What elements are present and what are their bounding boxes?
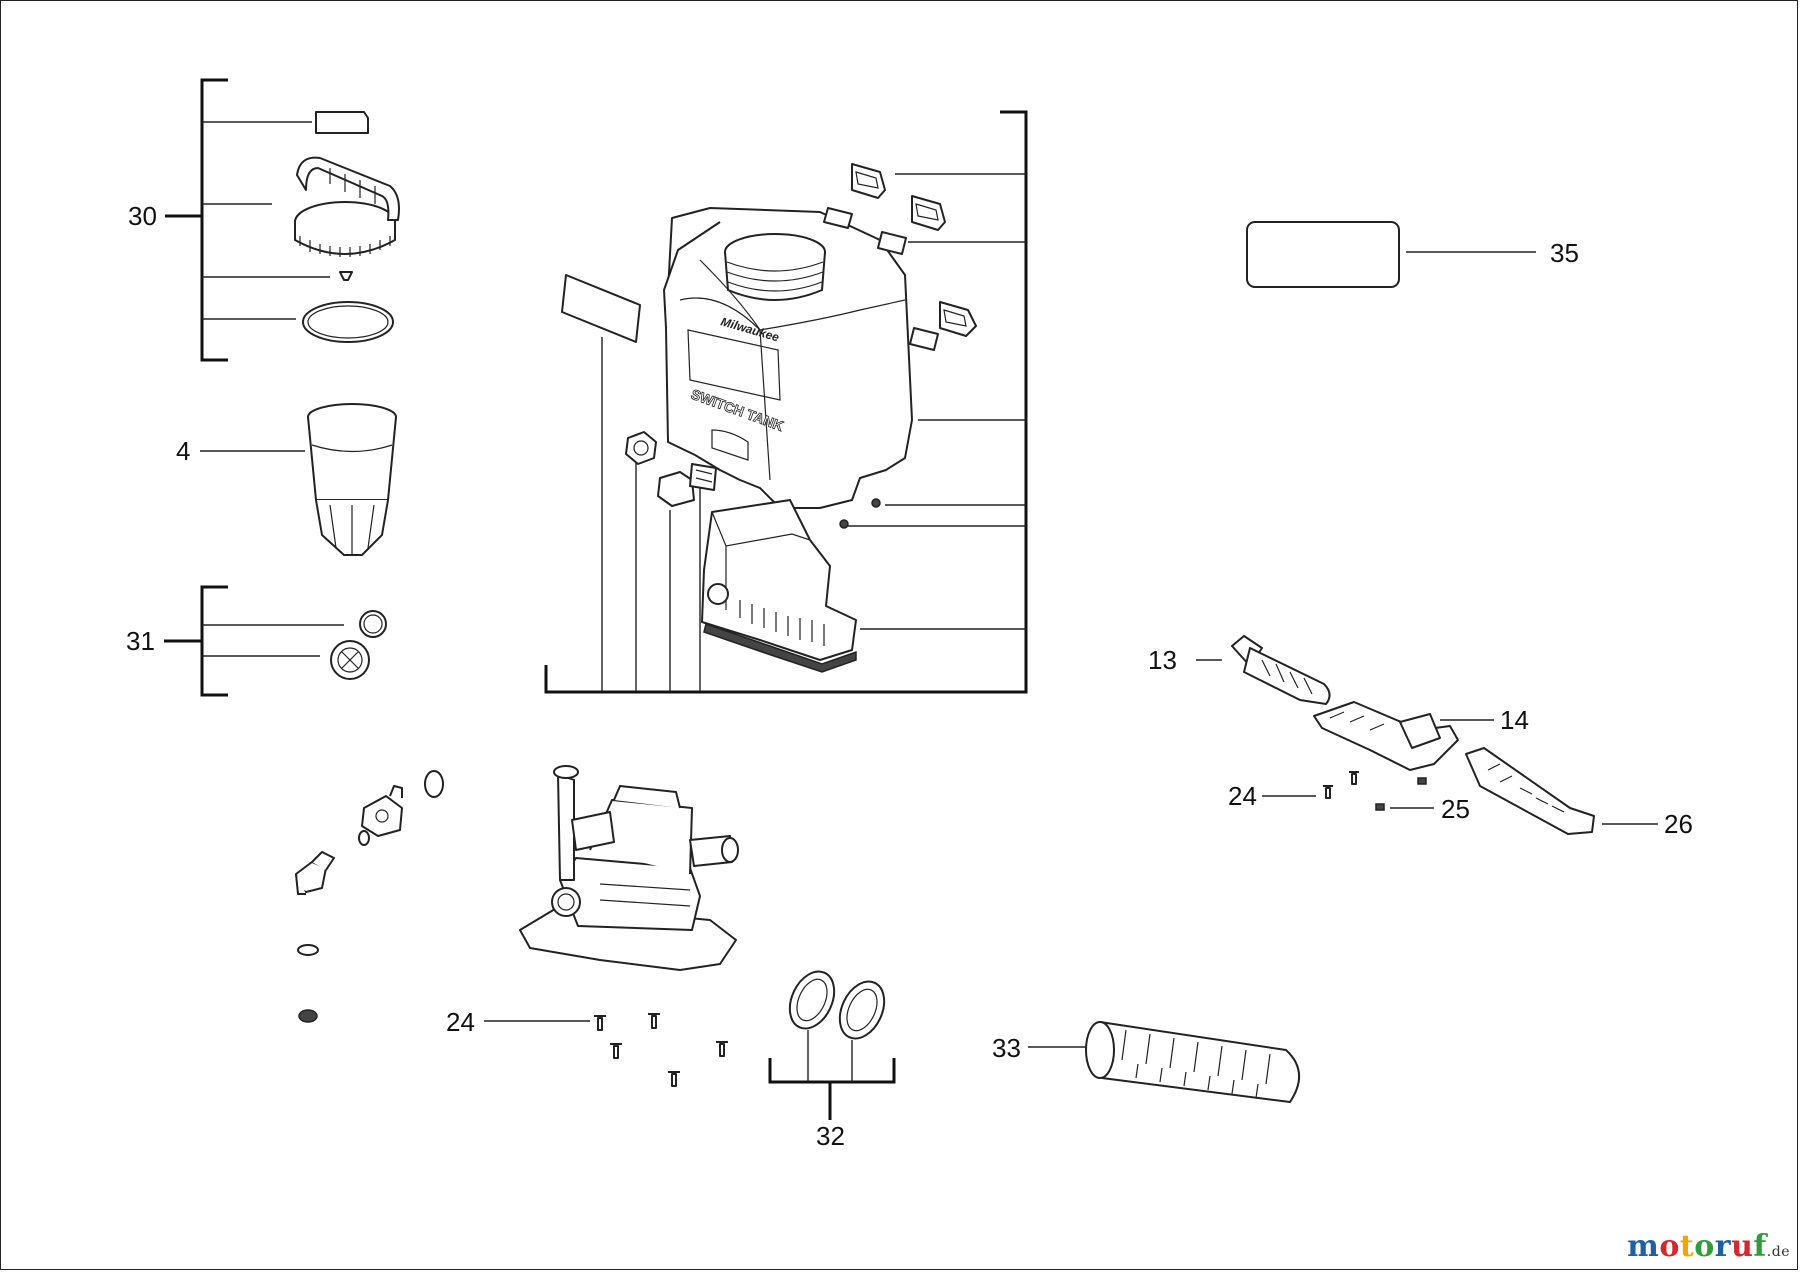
bracket-30: [200, 78, 228, 362]
pump-o-ring-2: [358, 830, 370, 846]
part-group-31: 31: [126, 585, 387, 697]
tank-base-shroud: [701, 499, 857, 673]
tank-cap: [294, 156, 400, 257]
pump-seal-disc: [298, 1009, 318, 1023]
callout-35: 35: [1550, 238, 1579, 268]
hose-clamp-2: [838, 980, 886, 1040]
pump-screws-24: [594, 1013, 728, 1087]
nozzle-26: [1465, 747, 1595, 835]
tank-screw-2: [839, 519, 849, 529]
label-plate-35: [1246, 221, 1400, 288]
pump-body: [519, 765, 739, 971]
part-group-32: 32: [768, 970, 896, 1151]
watermark-logo: motoruf.de: [1627, 1229, 1790, 1264]
pump-assembly: 24: [295, 765, 739, 1087]
callout-33: 33: [992, 1033, 1021, 1063]
tank-clip-block: [657, 471, 695, 507]
callout-31: 31: [126, 626, 155, 656]
tank-screw-1: [871, 498, 881, 508]
cap-label-plate: [315, 111, 369, 134]
watermark-tld: .de: [1766, 1244, 1790, 1260]
knurled-cap: [330, 640, 370, 680]
part-35: 35: [1246, 221, 1579, 288]
part-4: 4: [176, 403, 397, 556]
strainer-basket: [307, 403, 397, 556]
grip-sleeve: [1085, 1021, 1300, 1103]
bracket-31: [200, 585, 228, 697]
callout-24-wand: 24: [1228, 781, 1257, 811]
pump-elbow-fitting: [295, 851, 335, 895]
tank-pad-3: [909, 327, 939, 351]
cap-valve: [339, 271, 353, 281]
callout-24-pump: 24: [446, 1007, 475, 1037]
wand-connector-13: [1231, 635, 1331, 705]
wand-parts: 14 26 13 24 25: [1148, 635, 1693, 839]
part-33: 33: [992, 1021, 1300, 1103]
tank-pad-1: [823, 207, 853, 229]
spray-tank: Milwaukee SWITCH TANK: [663, 207, 913, 509]
callout-30: 30: [128, 201, 157, 231]
bracket-32: [768, 1058, 896, 1084]
pump-o-ring-1: [424, 770, 444, 798]
callout-25: 25: [1441, 794, 1470, 824]
tank-grommet: [625, 431, 657, 465]
tank-filter-pad: [689, 463, 717, 491]
callout-26: 26: [1664, 809, 1693, 839]
tank-decal-plate: [561, 274, 641, 343]
hose-clamp-1: [788, 970, 836, 1030]
handle-trigger-14: [1313, 701, 1459, 771]
pump-fitting-block: [361, 785, 403, 837]
tank-vent-clip-3: [939, 301, 977, 337]
part-group-30: 30: [128, 78, 400, 362]
tank-assembly: Milwaukee SWITCH TANK: [544, 110, 1028, 694]
callout-32: 32: [816, 1121, 845, 1151]
watermark-brand: motoruf: [1627, 1229, 1767, 1264]
cap-o-ring: [302, 301, 394, 343]
wand-screws: [1323, 771, 1427, 811]
bracket-tank: [544, 110, 1028, 694]
callout-14: 14: [1500, 705, 1529, 735]
tank-vent-clip-2: [911, 195, 946, 231]
tank-vent-clip-1: [851, 163, 886, 199]
pump-washer: [297, 944, 319, 956]
callout-13: 13: [1148, 645, 1177, 675]
callout-4: 4: [176, 436, 190, 466]
tank-pad-2: [877, 231, 907, 255]
